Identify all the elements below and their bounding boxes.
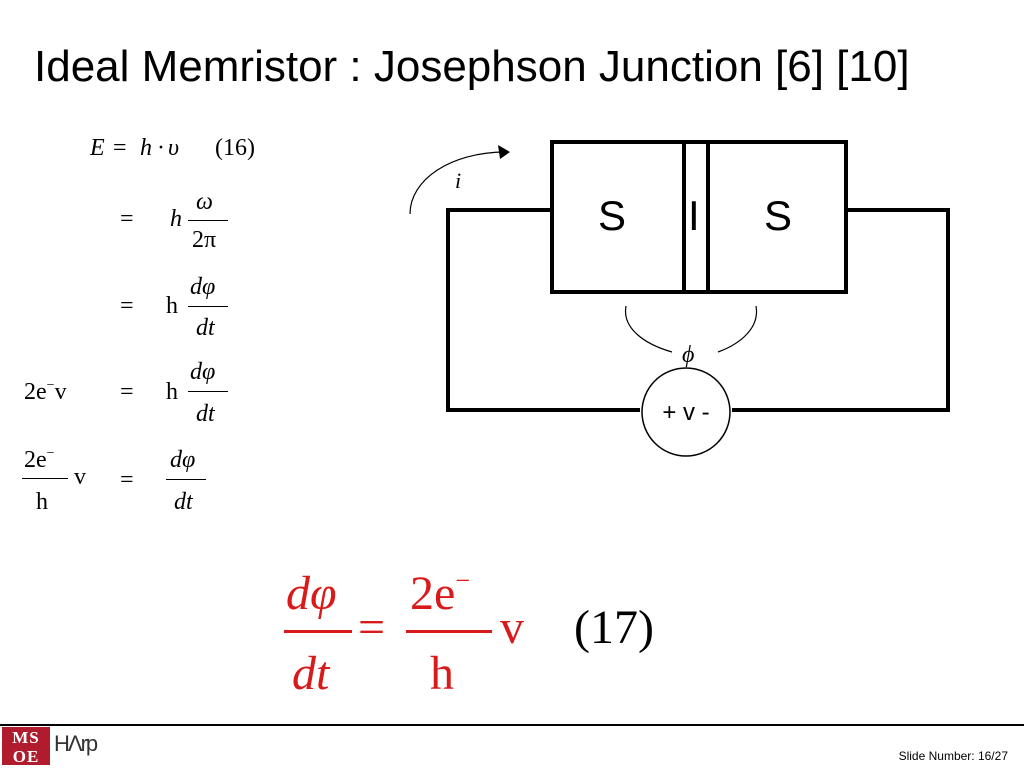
equation-17-label: (17) [574,601,654,654]
current-label: i [455,168,461,193]
equals-sign: = [120,293,134,319]
two-e-term: 2e−v [24,378,67,405]
fraction-bar [188,220,228,222]
wire-right [732,208,950,412]
hasp-logo: HΛrp [54,731,98,756]
insulator-label: I [688,192,700,239]
fraction-bar [166,479,206,481]
fraction-bar [188,391,228,393]
d-phi: dφ [190,359,216,385]
phase-brace-left [625,305,673,353]
dt: dt [174,489,193,515]
dot-operator: · [157,135,165,161]
symbol-v: v [74,464,86,490]
symbol-nu: υ [168,135,180,161]
voltage-source [641,367,731,457]
symbol-h: h [170,206,182,232]
two-e-numerator: 2e− [410,566,470,620]
equals-sign: = [120,206,134,232]
dt: dt [292,647,330,700]
arrowhead-icon [498,145,510,159]
d-phi: dφ [286,567,337,620]
dt: dt [196,401,215,427]
fraction-bar [406,630,492,633]
current-arrow-icon [409,151,507,215]
left-superconductor-label: S [598,192,626,239]
footer-divider [0,724,1024,726]
right-superconductor [706,140,848,294]
equals-sign: = [120,379,134,405]
d-phi: dφ [170,447,196,473]
msoe-logo: MS OE [2,727,50,765]
symbol-h-upright: h [166,379,178,405]
fraction-bar [188,306,228,308]
two-e-numerator: 2e− [24,446,55,473]
fraction-bar [284,630,352,633]
wire-left [446,208,640,412]
two-pi: 2π [192,227,217,253]
symbol-h-upright: h [166,293,178,319]
josephson-junction-diagram: i S I S ϕ + v - [409,140,950,457]
symbol-omega: ω [196,189,213,215]
left-superconductor [550,140,686,294]
symbol-h: h [140,135,152,161]
dt: dt [196,315,215,341]
equation-16-label: (16) [215,135,255,161]
fraction-bar [22,478,68,480]
voltage-source-label: + v - [662,399,709,426]
equals-sign: = [358,601,386,654]
slide-title: Ideal Memristor : Josephson Junction [6]… [34,42,910,91]
right-superconductor-label: S [764,192,792,239]
equals-sign: = [120,467,134,493]
symbol-v: v [500,601,524,654]
slide-number: Slide Number: 16/27 [898,749,1008,763]
symbol-E: E [90,135,105,161]
phase-label: ϕ [682,342,694,368]
d-phi: dφ [190,274,216,300]
symbol-h-upright: h [430,647,454,700]
symbol-h-upright: h [36,489,48,515]
phase-brace-right [717,305,758,353]
equals-sign: = [113,135,127,161]
